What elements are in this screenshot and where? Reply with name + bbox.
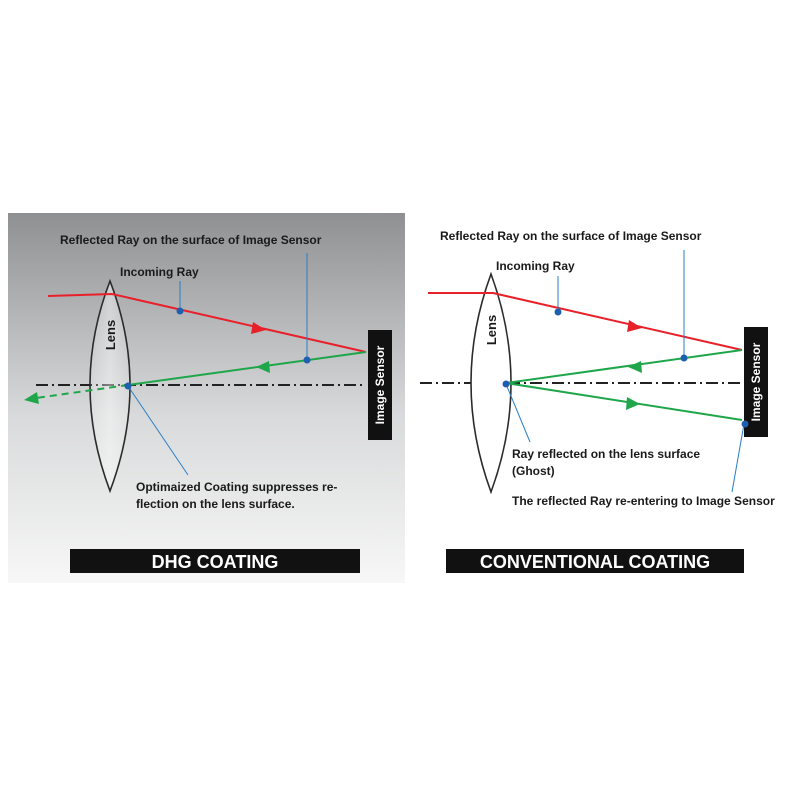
- label-reflected-ray: Reflected Ray on the surface of Image Se…: [440, 229, 702, 243]
- label-incoming-ray: Incoming Ray: [496, 259, 575, 273]
- pointer-reentering: [731, 423, 745, 493]
- left-panel-background: [8, 213, 405, 583]
- panel-title: DHG COATING: [152, 552, 279, 572]
- pointer-coating: [127, 385, 189, 476]
- panel-title: CONVENTIONAL COATING: [480, 552, 710, 572]
- label-reflected-ray: Reflected Ray on the surface of Image Se…: [60, 233, 322, 247]
- right-panel: Lens Image Sensor Reflected Ray on the s…: [420, 229, 775, 573]
- image-sensor: [744, 327, 768, 437]
- reflected-ray: [505, 349, 743, 384]
- dot-incoming: [554, 308, 562, 316]
- pointer-ghost: [505, 383, 531, 443]
- ghost-ray-arrow: [626, 397, 640, 410]
- incoming-ray: [47, 292, 367, 353]
- image-sensor-label: Image Sensor: [749, 342, 763, 421]
- suppressed-reflection-ray: [35, 384, 129, 399]
- lens-label: Lens: [484, 315, 499, 345]
- label-reentering: The reflected Ray re-entering to Image S…: [512, 494, 775, 508]
- reflected-ray: [127, 351, 367, 386]
- label-incoming-ray: Incoming Ray: [120, 265, 199, 279]
- title-bar: [446, 549, 744, 573]
- label-ghost-line1: Ray reflected on the lens surface: [512, 447, 700, 461]
- suppressed-reflection-arrow: [24, 392, 39, 404]
- lens: [470, 271, 512, 495]
- incoming-ray-arrow: [627, 320, 642, 332]
- dot-reflected: [680, 354, 688, 362]
- label-coating-line1: Optimaized Coating suppresses re-: [136, 480, 337, 494]
- dot-lens-surface: [124, 382, 132, 390]
- incoming-ray: [428, 292, 743, 351]
- dot-lens-surface: [502, 380, 510, 388]
- lens: [89, 278, 131, 494]
- image-sensor-label: Image Sensor: [373, 345, 387, 424]
- image-sensor: [368, 330, 392, 440]
- lens-label: Lens: [103, 320, 118, 350]
- title-bar: [70, 549, 360, 573]
- dot-sensor-reentry: [741, 420, 749, 428]
- reflected-ray-arrow: [628, 361, 642, 373]
- left-panel: Lens Image Sensor Reflected Ray on the s…: [8, 213, 405, 583]
- dot-reflected: [303, 356, 311, 364]
- label-coating-line2: flection on the lens surface.: [136, 497, 295, 511]
- dot-incoming: [176, 307, 184, 315]
- ghost-ray: [505, 382, 743, 421]
- incoming-ray-arrow: [251, 322, 266, 334]
- label-ghost-line2: (Ghost): [512, 464, 555, 478]
- reflected-ray-arrow: [256, 361, 270, 373]
